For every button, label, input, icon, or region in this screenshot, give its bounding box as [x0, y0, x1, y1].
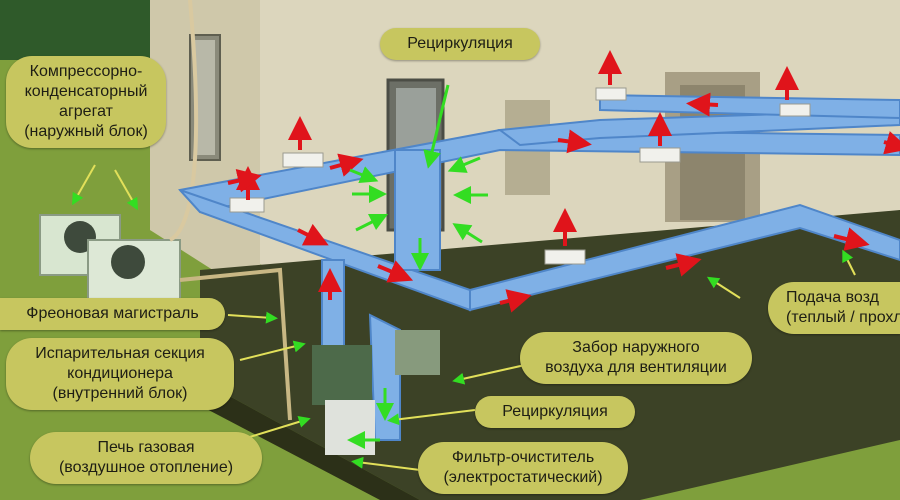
- label-text: воздуха для вентиляции: [545, 359, 727, 376]
- label-gas-furnace: Печь газовая (воздушное отопление): [30, 432, 262, 484]
- label-text: Рециркуляция: [502, 403, 608, 420]
- label-text: (электростатический): [443, 469, 603, 486]
- label-text: (воздушное отопление): [58, 459, 234, 476]
- airflow-arrow-icon: [347, 84, 488, 449]
- label-freon-line: Фреоновая магистраль: [0, 298, 225, 330]
- label-filter: Фильтр-очиститель (электростатический): [418, 442, 628, 494]
- label-text: Печь газовая: [97, 439, 195, 456]
- label-text: Забор наружного: [572, 339, 700, 356]
- label-text: Компрессорно-: [29, 63, 143, 80]
- label-outside-air: Забор наружного воздуха для вентиляции: [520, 332, 752, 384]
- label-air-supply: Подача возд (теплый / прохл: [768, 282, 900, 334]
- leader-line: [72, 164, 856, 471]
- label-text: Фильтр-очиститель: [451, 449, 595, 466]
- label-text: Фреоновая магистраль: [26, 305, 199, 322]
- label-recirculation-top: Рециркуляция: [380, 28, 540, 60]
- label-text: Подача возд: [786, 289, 879, 306]
- label-text: конденсаторный: [24, 83, 148, 100]
- label-text: агрегат: [59, 103, 113, 120]
- outdoor-unit-icon: [87, 239, 181, 303]
- label-text: кондиционера: [67, 365, 173, 382]
- label-evaporator: Испарительная секция кондиционера (внутр…: [6, 338, 234, 410]
- label-text: (внутренний блок): [52, 385, 188, 402]
- label-text: (теплый / прохл: [786, 309, 900, 326]
- outside-air-intake-unit: [395, 330, 440, 375]
- gas-furnace-unit: [325, 400, 375, 455]
- floor-edge: [180, 380, 420, 500]
- foliage: [0, 0, 150, 60]
- label-recirculation-bottom: Рециркуляция: [475, 396, 635, 428]
- freon-line: [179, 267, 292, 421]
- label-outdoor-unit: Компрессорно- конденсаторный агрегат (на…: [6, 56, 166, 148]
- airflow-arrow-icon: [227, 50, 900, 313]
- evaporator-unit: [312, 345, 372, 405]
- freon-line: [168, 0, 199, 242]
- label-text: (наружный блок): [24, 123, 148, 140]
- vent-grille-icon: [229, 87, 811, 265]
- label-text: Рециркуляция: [407, 35, 513, 52]
- label-text: Испарительная секция: [35, 345, 205, 362]
